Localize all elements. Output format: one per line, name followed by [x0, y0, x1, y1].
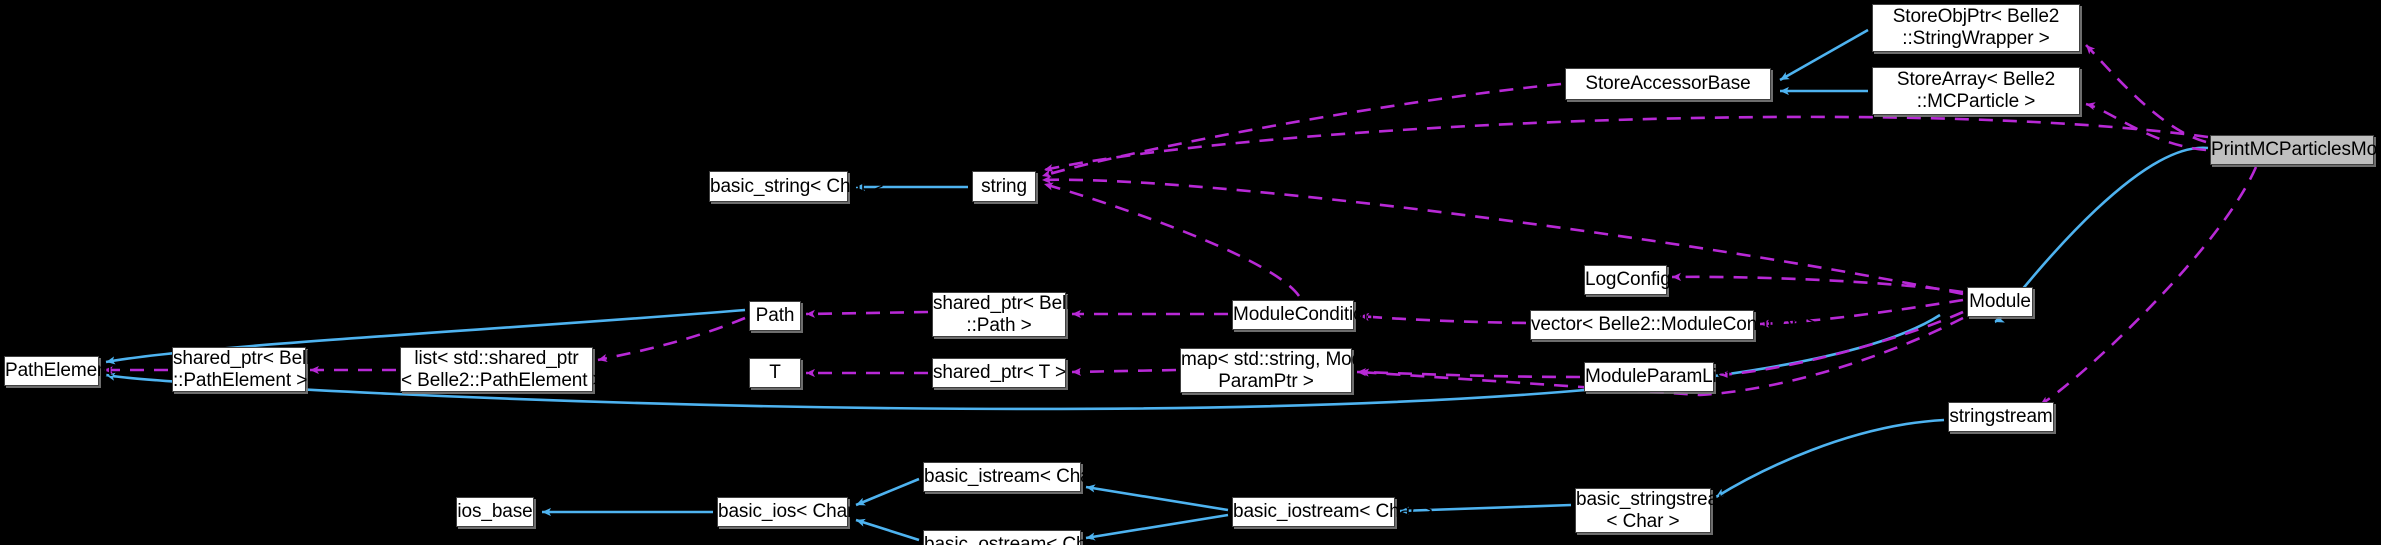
class-node-storeaccessorbase[interactable]: StoreAccessorBase	[1565, 68, 1771, 100]
class-node-label: Path	[755, 305, 795, 326]
class-node-basic_ostream_char[interactable]: basic_ostream< Char >	[923, 530, 1120, 545]
class-node-logconfig[interactable]: LogConfig	[1584, 265, 1671, 295]
class-node-modulecondition[interactable]: ModuleCondition	[1232, 300, 1375, 330]
class-node-vector_modulecondition[interactable]: vector< Belle2::ModuleCondition >	[1530, 310, 1819, 340]
class-node-label: stringstream	[1949, 406, 2053, 427]
class-node-basic_istream_char[interactable]: basic_istream< Char >	[923, 462, 1114, 492]
class-node-t_type[interactable]: T	[749, 358, 801, 388]
class-node-label: PrintMCParticlesModule	[2211, 139, 2381, 160]
class-node-basic_stringstream_char[interactable]: basic_stringstream < Char >	[1575, 488, 1734, 533]
class-node-shared_ptr_pathelement[interactable]: shared_ptr< Belle2 ::PathElement >	[172, 347, 332, 392]
class-node-label: map< std::string, Module ParamPtr >	[1181, 348, 1388, 392]
class-node-label: PathElement	[5, 360, 113, 381]
class-node-label: ModuleParamList	[1585, 366, 1732, 387]
class-node-label: shared_ptr< Belle2 ::Path >	[933, 292, 1092, 336]
class-node-basic_ios_char[interactable]: basic_ios< Char >	[717, 497, 870, 527]
class-node-label: StoreArray< Belle2 ::MCParticle >	[1896, 69, 2056, 112]
class-node-label: string	[981, 175, 1027, 197]
class-node-label: ModuleCondition	[1233, 304, 1375, 325]
class-node-label: StoreObjPtr< Belle2 ::StringWrapper >	[1892, 6, 2060, 49]
class-node-label: basic_string< Char >	[710, 175, 884, 197]
class-node-label: basic_stringstream < Char >	[1576, 488, 1734, 532]
class-node-shared_ptr_t[interactable]: shared_ptr< T >	[932, 358, 1066, 388]
class-node-label: shared_ptr< Belle2 ::PathElement >	[173, 347, 332, 391]
class-node-label: T	[769, 362, 781, 383]
class-node-moduleparamlist[interactable]: ModuleParamList	[1584, 362, 1732, 392]
class-node-path[interactable]: Path	[749, 301, 801, 331]
class-node-pathelement[interactable]: PathElement	[4, 356, 113, 386]
class-node-label: StoreAccessorBase	[1585, 73, 1751, 94]
class-node-label: ios_base	[457, 501, 533, 522]
class-node-storeobjptr_stringwrapper[interactable]: StoreObjPtr< Belle2 ::StringWrapper >	[1872, 4, 2080, 52]
class-node-stringstream[interactable]: stringstream	[1948, 402, 2054, 432]
class-node-map_string_moduleparamptr[interactable]: map< std::string, Module ParamPtr >	[1180, 348, 1388, 393]
class-node-label: basic_iostream< Char >	[1233, 501, 1433, 522]
class-node-label: shared_ptr< T >	[933, 362, 1067, 383]
class-node-label: Module	[1969, 291, 2031, 312]
class-node-label: list< std::shared_ptr < Belle2::PathElem…	[401, 347, 620, 391]
class-node-basic_string_char[interactable]: basic_string< Char >	[709, 171, 884, 202]
class-node-label: vector< Belle2::ModuleCondition >	[1531, 314, 1819, 335]
class-node-module[interactable]: Module	[1967, 287, 2033, 317]
class-node-list_shared_ptr_pathelement[interactable]: list< std::shared_ptr < Belle2::PathElem…	[400, 347, 620, 392]
class-node-label: basic_ios< Char >	[718, 501, 870, 522]
class-node-label: basic_istream< Char >	[924, 466, 1114, 487]
class-node-ios_base[interactable]: ios_base	[456, 497, 534, 527]
class-node-basic_iostream_char[interactable]: basic_iostream< Char >	[1232, 497, 1433, 527]
class-node-label: basic_ostream< Char >	[924, 534, 1120, 545]
class-node-label: LogConfig	[1585, 269, 1671, 290]
class-node-storearray_mcparticle[interactable]: StoreArray< Belle2 ::MCParticle >	[1872, 67, 2080, 115]
class-node-shared_ptr_path[interactable]: shared_ptr< Belle2 ::Path >	[932, 292, 1092, 337]
class-node-string[interactable]: string	[972, 171, 1036, 202]
class-node-printmcparticlesmodule[interactable]: PrintMCParticlesModule	[2210, 135, 2381, 165]
